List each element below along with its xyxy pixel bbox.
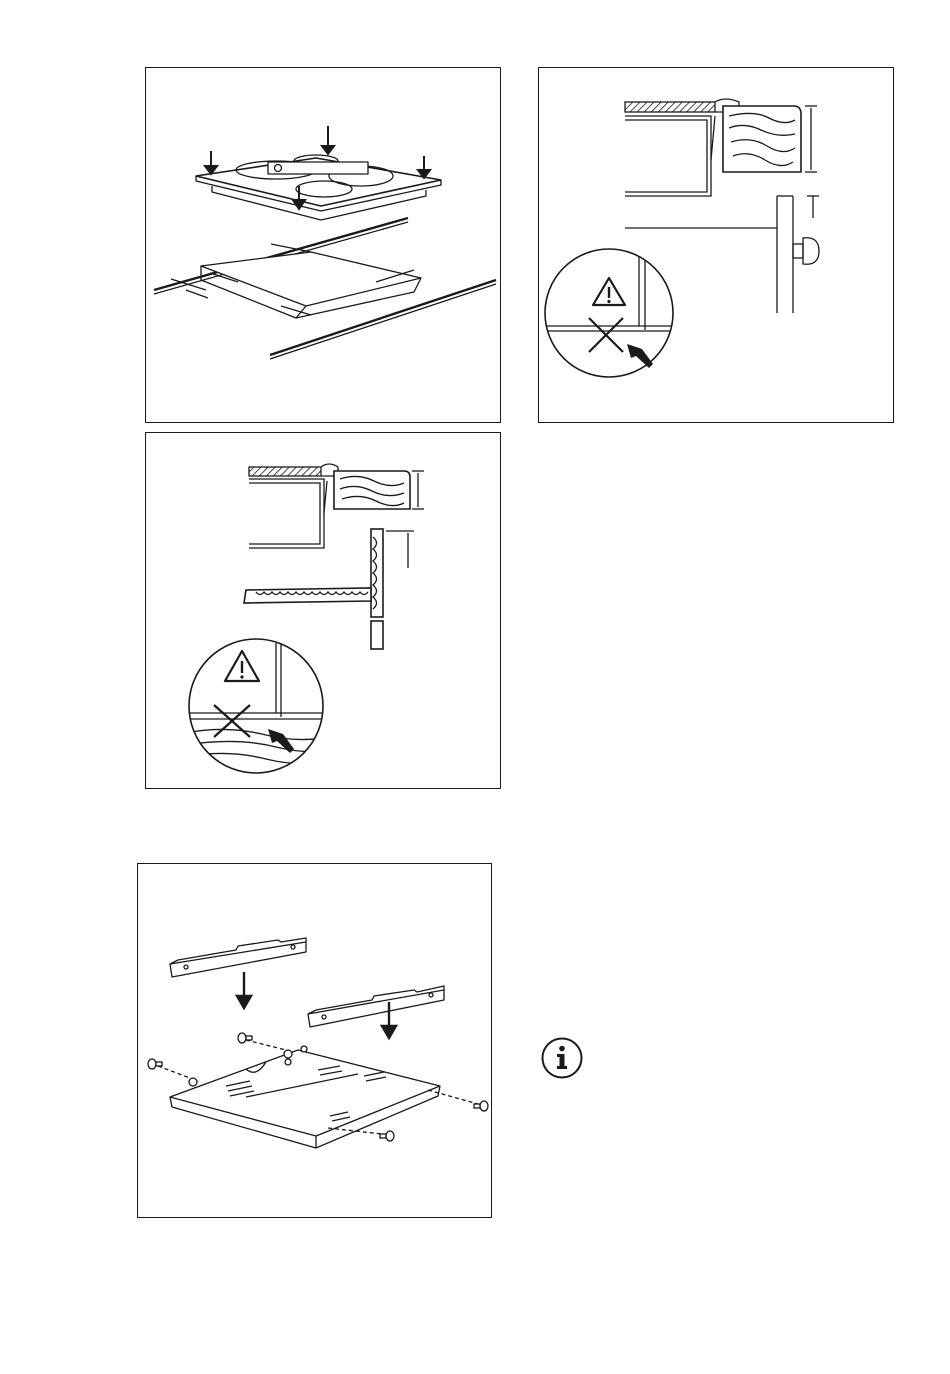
magnifier-circle xyxy=(545,249,673,377)
info-icon xyxy=(541,1037,583,1079)
worktop-edge-oven-below-figure xyxy=(538,67,894,423)
worktop-section-diagram xyxy=(146,433,502,790)
bracket-assembly-diagram xyxy=(138,864,493,1219)
magnifier-circle xyxy=(189,639,323,773)
hob-into-cutout-diagram xyxy=(146,68,502,424)
worktop-edge-shelf-below-figure xyxy=(145,432,501,789)
hob-installation-figure xyxy=(145,67,501,423)
worktop-section-diagram xyxy=(539,68,895,424)
protection-box-bracket-figure xyxy=(137,863,492,1218)
